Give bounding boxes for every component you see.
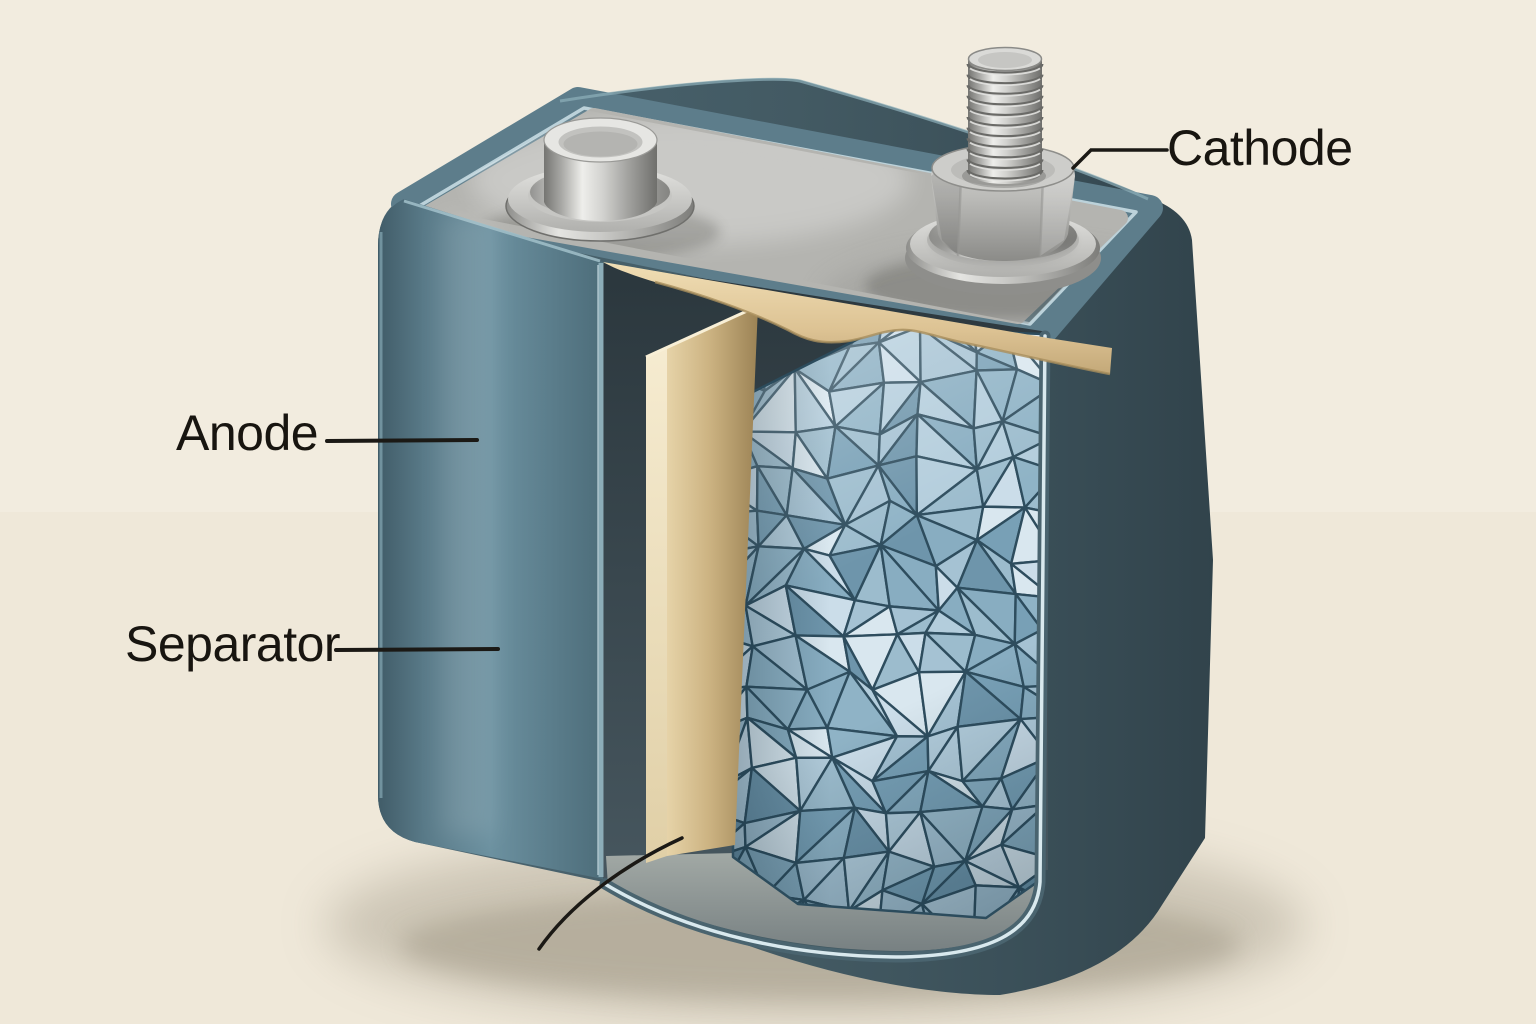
bottom-leader-line [537,836,684,951]
cathode-material-block [731,326,1045,920]
case-inner-rim [599,330,1051,963]
threaded-stud [966,46,1044,184]
separator-label: Separator [125,616,341,672]
current-collector-sheet [603,262,1112,376]
cathode-leader-line [1071,148,1169,170]
anode-label: Anode [176,405,319,461]
separator-slab [645,304,759,863]
separator-leader-line [334,647,500,652]
case-front-panel [378,199,604,879]
positive-terminal-bolt [905,46,1101,295]
case-back-edge-highlight [559,77,1149,201]
cathode-label: Cathode [1167,120,1353,176]
anode-leader-line [325,438,479,443]
battery-interior [599,262,1112,963]
negative-terminal-button [505,117,695,242]
leader-lines [325,148,1169,951]
